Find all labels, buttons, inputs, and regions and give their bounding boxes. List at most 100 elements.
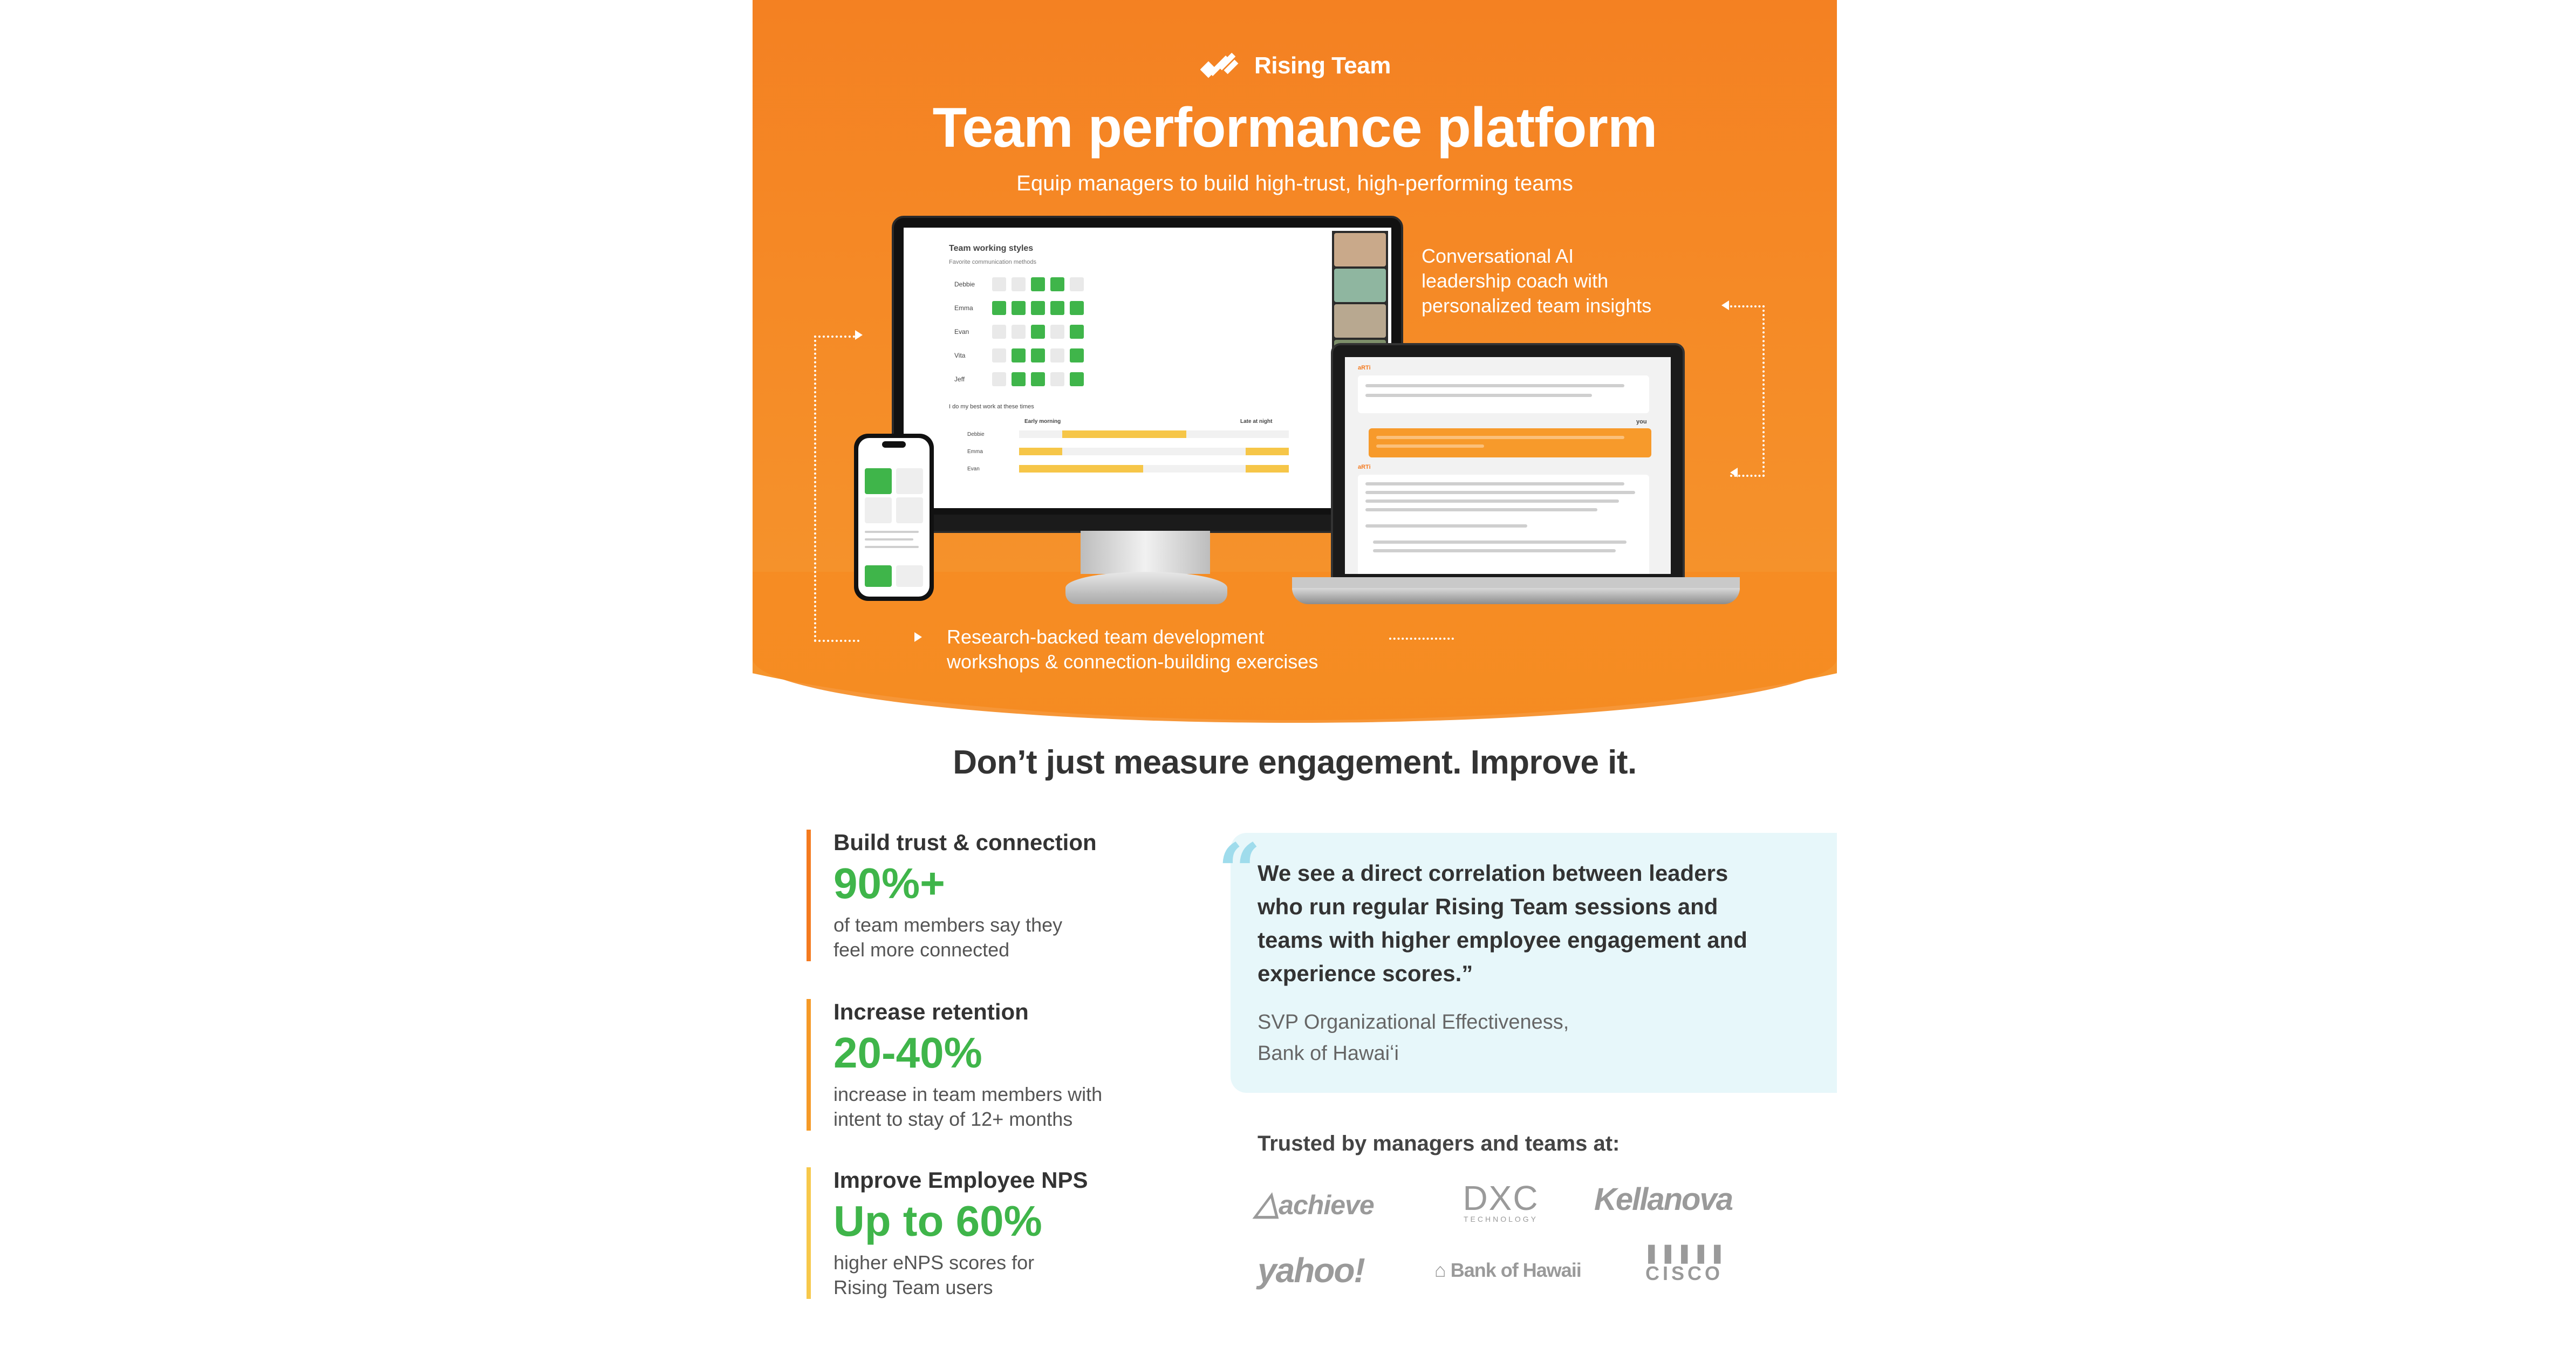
- you-label: you: [1636, 419, 1647, 425]
- member-name: Emma: [954, 304, 973, 312]
- communication-method-icon: [992, 301, 1006, 315]
- communication-method-icon: [1031, 277, 1045, 291]
- member-name: Evan: [954, 328, 969, 336]
- monitor-title: Team working styles: [949, 244, 1034, 253]
- stat-accent-bar: [807, 1167, 811, 1299]
- timeline-row: [1019, 448, 1289, 455]
- monitor-base: [1065, 572, 1227, 604]
- communication-method-icon: [1070, 325, 1084, 339]
- trusted-by-label: Trusted by managers and teams at:: [1258, 1132, 1620, 1155]
- video-participant: [1334, 304, 1386, 338]
- communication-method-icon: [1012, 325, 1026, 339]
- communication-method-icon: [1050, 325, 1064, 339]
- stat-description: higher eNPS scores for Rising Team users: [833, 1251, 1035, 1298]
- timeline-row: [1019, 430, 1289, 438]
- arrow-right-icon: [914, 632, 922, 642]
- laptop-screen: aRTi you aRTi: [1345, 357, 1671, 574]
- communication-method-icon: [992, 325, 1006, 339]
- late-night-label: Late at night: [1240, 419, 1273, 425]
- arrow-left-icon: [1730, 468, 1738, 477]
- quote-attribution: SVP Organizational Effectiveness, Bank o…: [1258, 1007, 1743, 1069]
- communication-method-icon: [1031, 325, 1045, 339]
- member-name: Debbie: [954, 280, 975, 288]
- monitor-stand: [1081, 531, 1210, 574]
- communication-method-icon: [992, 277, 1006, 291]
- stat-description: of team members say they feel more conne…: [833, 914, 1063, 961]
- communication-method-icon: [992, 372, 1006, 386]
- communication-method-icon: [1070, 277, 1084, 291]
- section-headline: Don’t just measure engagement. Improve i…: [953, 744, 1637, 781]
- stat-value: 20-40%: [833, 1029, 982, 1077]
- member-name: Evan: [967, 466, 980, 472]
- chat-message-user: [1369, 428, 1651, 457]
- video-participant: [1334, 233, 1386, 266]
- communication-method-icon: [1070, 301, 1084, 315]
- logo-cisco: ❚❚❚❚❚ CISCO: [1644, 1243, 1726, 1284]
- quote-text: We see a direct correlation between lead…: [1258, 860, 1747, 986]
- communication-method-icon: [1012, 348, 1026, 362]
- member-name: Jeff: [954, 375, 965, 383]
- phone-screen: [858, 438, 930, 597]
- bot-label: aRTi: [1358, 365, 1371, 371]
- communication-method-icon: [1050, 372, 1064, 386]
- attribution-title: SVP Organizational Effectiveness,: [1258, 1011, 1569, 1034]
- logo-text: Rising Team: [1254, 52, 1391, 79]
- desktop-monitor: Team working styles Favorite communicati…: [892, 216, 1403, 533]
- quote-mark-icon: “: [1218, 827, 1261, 916]
- video-participant: [1334, 269, 1386, 302]
- stat-accent-bar: [807, 999, 811, 1131]
- logo-achieve: △achieve: [1254, 1185, 1375, 1221]
- page-subtitle: Equip managers to build high-trust, high…: [1016, 172, 1573, 195]
- communication-method-icon: [1050, 277, 1064, 291]
- page: Rising Team Team performance platform Eq…: [753, 0, 1837, 1348]
- timeline-row: [1019, 465, 1289, 473]
- testimonial-quote: “ We see a direct correlation between le…: [1218, 827, 1837, 1093]
- callout-ai-coach: Conversational AI leadership coach with …: [1422, 245, 1652, 317]
- stat-enps: Improve Employee NPS Up to 60% higher eN…: [807, 1167, 1152, 1302]
- member-name: Vita: [954, 352, 966, 359]
- communication-method-icon: [1070, 348, 1084, 362]
- communication-method-icon: [1012, 277, 1026, 291]
- communication-method-icon: [1031, 372, 1045, 386]
- attribution-company: Bank of Hawaiʻi: [1258, 1042, 1399, 1065]
- arrow-right-icon: [855, 330, 863, 340]
- communication-method-icon: [1031, 348, 1045, 362]
- chat-message-bot: [1358, 475, 1649, 574]
- rising-team-logo: Rising Team: [1200, 44, 1391, 87]
- communication-method-icon: [1012, 301, 1026, 315]
- stat-retention: Increase retention 20-40% increase in te…: [807, 999, 1152, 1134]
- best-work-label: I do my best work at these times: [949, 403, 1034, 410]
- stat-title: Build trust & connection: [833, 830, 1097, 855]
- stat-value: Up to 60%: [833, 1197, 1042, 1245]
- connector-workshops-bottom: [1389, 638, 1454, 640]
- mobile-phone: [854, 434, 934, 601]
- logo-yahoo: yahoo!: [1258, 1251, 1365, 1290]
- logo-kellanova: Kellanova: [1594, 1182, 1733, 1217]
- stat-value: 90%+: [833, 859, 945, 907]
- connector-workshops: [814, 336, 859, 642]
- monitor-screen: Team working styles Favorite communicati…: [904, 228, 1391, 508]
- communication-method-icon: [1050, 301, 1064, 315]
- early-morning-label: Early morning: [1024, 419, 1061, 425]
- chat-message-bot: [1358, 375, 1649, 413]
- page-title: Team performance platform: [932, 97, 1658, 159]
- team-working-styles-panel: Team working styles Favorite communicati…: [927, 231, 1294, 505]
- communication-method-icon: [1050, 348, 1064, 362]
- arrow-left-icon: [1721, 300, 1729, 310]
- member-name: Debbie: [967, 432, 985, 437]
- laptop: aRTi you aRTi: [1331, 343, 1685, 579]
- member-name: Emma: [967, 449, 983, 455]
- stat-accent-bar: [807, 830, 811, 961]
- monitor-subtitle: Favorite communication methods: [949, 259, 1037, 265]
- stat-title: Increase retention: [833, 999, 1029, 1024]
- logo-bank-of-hawaii: ⌂ Bank of Hawaii: [1434, 1259, 1582, 1281]
- communication-method-icon: [992, 348, 1006, 362]
- monitor-chin: [894, 515, 1401, 531]
- stat-trust: Build trust & connection 90%+ of team me…: [807, 830, 1152, 964]
- stat-title: Improve Employee NPS: [833, 1167, 1088, 1193]
- communication-method-icon: [1012, 372, 1026, 386]
- connector-ai-coach: [1730, 305, 1765, 477]
- stat-description: increase in team members with intent to …: [833, 1083, 1103, 1130]
- rising-team-logo-icon: [1200, 46, 1243, 85]
- laptop-base: [1292, 588, 1740, 604]
